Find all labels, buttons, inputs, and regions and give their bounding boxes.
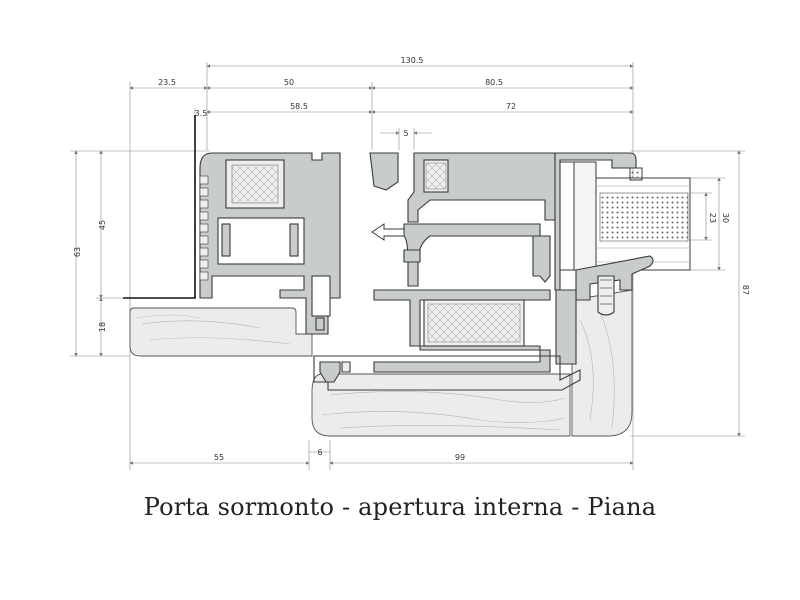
- dim-left-lower: 18: [98, 322, 107, 332]
- wood-board-bottom: [311, 373, 571, 437]
- seal-clip: [597, 275, 615, 316]
- dim-small-gap: 3.5: [195, 109, 208, 118]
- dimension-labels: 130.5 23.5 50 80.5 3.5 58.5 72 5 63 45 1…: [73, 56, 750, 462]
- dim-glass-inner: 23: [708, 213, 717, 223]
- dim-bottom-left: 55: [214, 453, 224, 462]
- glass-pane: [559, 161, 575, 271]
- wood-board-right: [571, 289, 633, 437]
- right-frame-profile: [554, 152, 654, 365]
- dim-inner-right: 72: [506, 102, 516, 111]
- wood-board-left: [129, 307, 313, 357]
- dim-top-total: 130.5: [401, 56, 424, 65]
- dim-top-right: 80.5: [485, 78, 503, 87]
- dim-gap-5: 5: [403, 129, 408, 138]
- bottom-drip-profile: [313, 355, 581, 391]
- opening-arrow-icon: [371, 223, 405, 241]
- drawing-caption: Porta sormonto - apertura interna - Pian…: [143, 493, 657, 521]
- dim-glass-outer: 30: [721, 213, 730, 223]
- dim-right-total: 87: [741, 285, 750, 295]
- dim-inner-left: 58.5: [290, 102, 308, 111]
- dim-top-left: 23.5: [158, 78, 176, 87]
- dim-bottom-gap: 6: [317, 448, 322, 457]
- dim-left-upper: 45: [98, 220, 107, 230]
- dim-bottom-right: 99: [455, 453, 465, 462]
- sash-profile: [369, 152, 556, 373]
- dimension-lines: [70, 62, 745, 470]
- left-frame-profile: [199, 152, 341, 335]
- dim-left-total: 63: [73, 247, 82, 257]
- left-gasket: [199, 175, 209, 281]
- glazing-unit: [559, 161, 691, 271]
- wall-outline: [123, 115, 196, 299]
- dim-top-mid: 50: [284, 78, 294, 87]
